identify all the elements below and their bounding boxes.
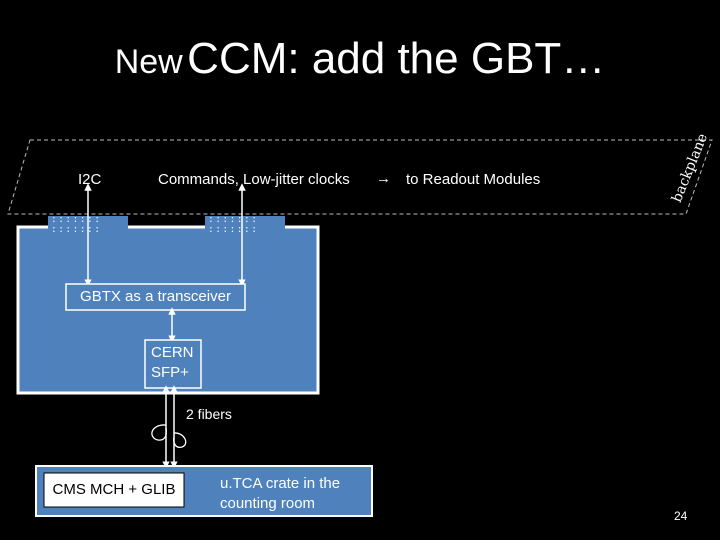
- mch-glib-box: [43, 472, 185, 508]
- fibers-label: 2 fibers: [186, 406, 232, 422]
- sfp-label: CERN SFP+: [151, 343, 194, 383]
- readout-label: to Readout Modules: [406, 171, 541, 188]
- fiber-loop-left: [151, 424, 167, 441]
- title-part-new: New: [114, 43, 183, 81]
- sfp-line1: CERN: [151, 344, 194, 361]
- commands-label: Commands, Low-jitter clocks: [158, 171, 350, 188]
- crate-label: u.TCA crate in the counting room: [220, 474, 340, 514]
- gbtx-label: GBTX as a transceiver: [80, 288, 231, 305]
- title-part-main: CCM: add the GBT…: [187, 34, 606, 83]
- crate-line2: counting room: [220, 495, 316, 512]
- connector-right: : : : : : : : : : : : : : :: [209, 212, 256, 235]
- right-arrow-icon: →: [376, 170, 391, 187]
- sfp-line2: SFP+: [151, 364, 189, 381]
- slide-title: New CCM: add the GBT…: [0, 34, 720, 84]
- backplane-plane: [7, 139, 713, 215]
- fiber-loop-right: [173, 432, 187, 448]
- gbtx-box: [65, 283, 246, 311]
- connector-left: : : : : : : : : : : : : : :: [52, 212, 99, 235]
- mch-glib-label: CMS MCH + GLIB: [52, 481, 176, 498]
- i2c-label: I2C: [78, 171, 102, 188]
- page-number: 24: [674, 509, 688, 523]
- sfp-box: [144, 339, 202, 389]
- crate-line1: u.TCA crate in the: [220, 475, 341, 492]
